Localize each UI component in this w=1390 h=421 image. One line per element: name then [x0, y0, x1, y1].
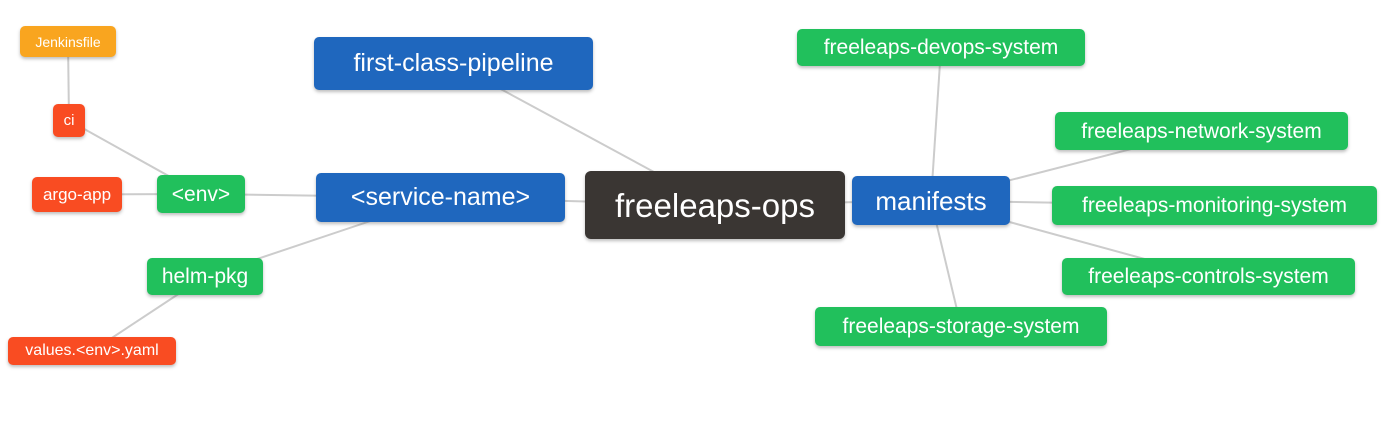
node-argo-app[interactable]: argo-app	[32, 177, 122, 212]
node-ci[interactable]: ci	[53, 104, 85, 137]
node-env[interactable]: <env>	[157, 175, 245, 213]
node-values-env-yaml[interactable]: values.<env>.yaml	[8, 337, 176, 365]
node-freeleaps-ops[interactable]: freeleaps-ops	[585, 171, 845, 239]
node-freeleaps-controls-system[interactable]: freeleaps-controls-system	[1062, 258, 1355, 295]
node-manifests[interactable]: manifests	[852, 176, 1010, 225]
node-freeleaps-storage-system[interactable]: freeleaps-storage-system	[815, 307, 1107, 346]
edge-line	[930, 47, 942, 201]
node-freeleaps-network-system[interactable]: freeleaps-network-system	[1055, 112, 1348, 150]
node-first-class-pipeline[interactable]: first-class-pipeline	[314, 37, 593, 90]
node-helm-pkg[interactable]: helm-pkg	[147, 258, 263, 295]
node-freeleaps-monitoring-system[interactable]: freeleaps-monitoring-system	[1052, 186, 1377, 225]
node-service-name[interactable]: <service-name>	[316, 173, 565, 222]
node-jenkinsfile[interactable]: Jenkinsfile	[20, 26, 116, 57]
node-freeleaps-devops-system[interactable]: freeleaps-devops-system	[797, 29, 1085, 66]
